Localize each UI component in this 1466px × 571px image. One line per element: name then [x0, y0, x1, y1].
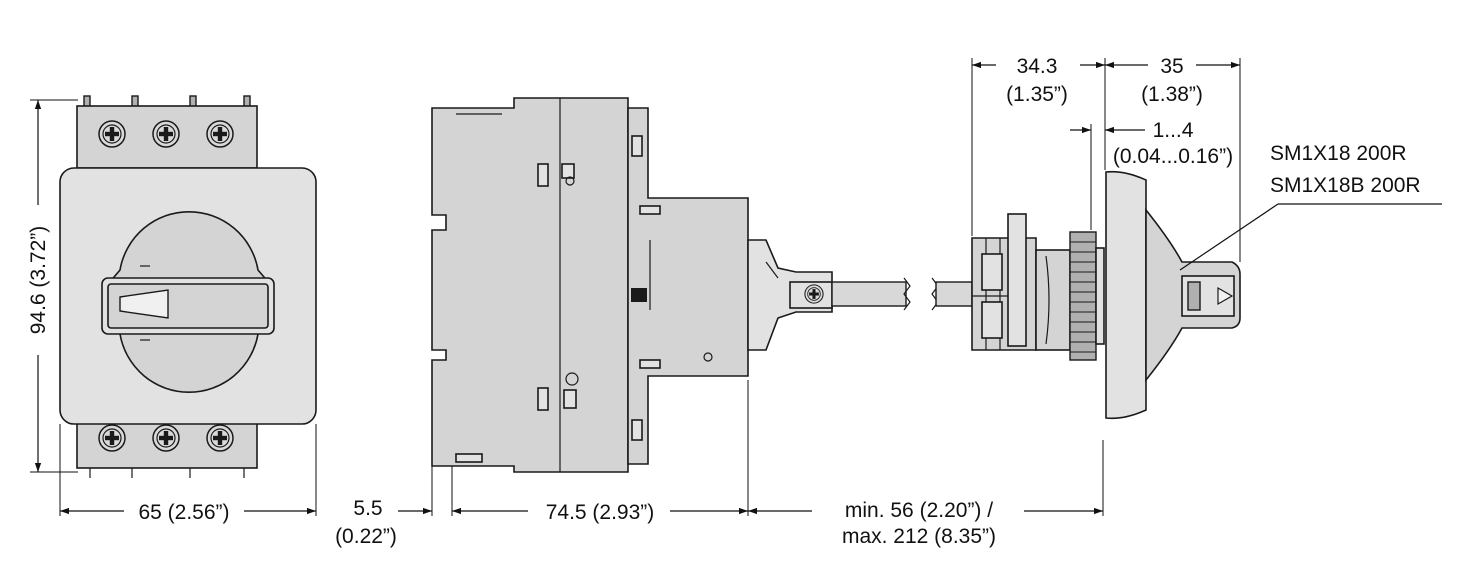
rear-module [627, 107, 749, 465]
threaded-nut [1035, 249, 1071, 351]
door-thickness-in: (0.04...0.16”) [1113, 145, 1233, 168]
switch-body [431, 97, 629, 473]
model-label-line2: SM1X18B 200R [1270, 174, 1421, 197]
shaft-range-line2: max. 212 (8.35”) [842, 525, 996, 548]
position-indicator-icon [119, 289, 169, 319]
door-part-dimension: 34.3 (1.35”) [971, 55, 1106, 236]
door-thickness-dimension: 1...4 (0.04...0.16”) [1070, 119, 1233, 230]
door-handle-assembly [971, 170, 1241, 420]
handle-depth-in: (1.38”) [1141, 83, 1203, 106]
rail-offset-in: (0.22”) [335, 525, 397, 548]
side-view [431, 97, 973, 473]
handle-plate [1105, 170, 1147, 420]
front-width-label: 65 (2.56”) [138, 501, 229, 524]
shaft-range-dimension: min. 56 (2.20”) / max. 212 (8.35”) [748, 440, 1104, 548]
terminal-screw-icon [98, 120, 126, 148]
door-part-in: (1.35”) [1006, 83, 1068, 106]
model-callout: SM1X18 200R SM1X18B 200R [1179, 142, 1442, 271]
top-terminal-block [76, 95, 258, 169]
rail-offset-dimension: 5.5 (0.22”) [335, 466, 453, 548]
shaft-range-line1: min. 56 (2.20”) / [845, 499, 993, 522]
terminal-screw-icon [206, 424, 234, 452]
body-depth-dimension: 74.5 (2.93”) [452, 380, 749, 524]
coupling-screw-icon [804, 284, 824, 304]
front-view [59, 95, 317, 478]
rail-offset-mm: 5.5 [353, 497, 382, 520]
terminal-screw-icon [98, 424, 126, 452]
model-label-line1: SM1X18 200R [1270, 142, 1407, 165]
extension-shaft [831, 281, 907, 307]
handle-depth-mm: 35 [1160, 55, 1183, 78]
front-height-label: 94.6 (3.72”) [27, 226, 50, 335]
front-height-dimension: 94.6 (3.72”) [27, 99, 78, 473]
handle-depth-dimension: 35 (1.38”) [1105, 55, 1241, 262]
door-thickness-mm: 1...4 [1153, 119, 1194, 142]
front-width-dimension: 65 (2.56”) [59, 424, 317, 524]
knurled-nut [1069, 231, 1097, 361]
terminal-screw-icon [152, 120, 180, 148]
terminal-screw-icon [152, 424, 180, 452]
terminal-screw-icon [206, 120, 234, 148]
door-part-mm: 34.3 [1017, 55, 1058, 78]
body-depth-label: 74.5 (2.93”) [546, 501, 655, 524]
handle-arrow-icon [1217, 286, 1234, 306]
